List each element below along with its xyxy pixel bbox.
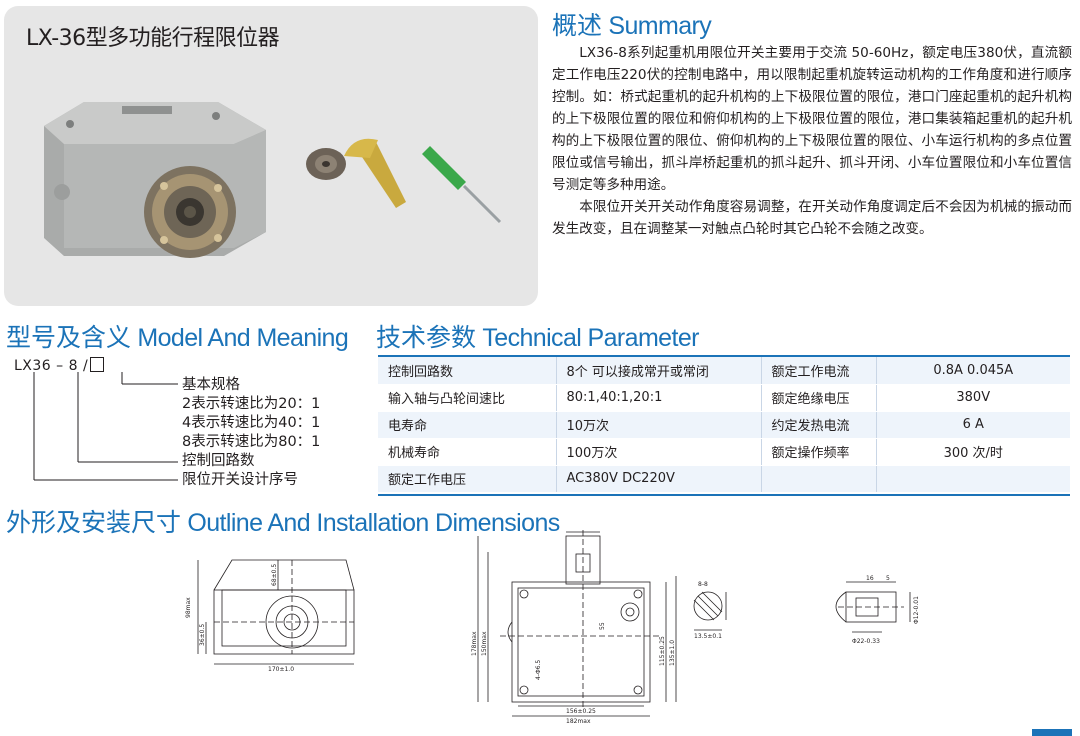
table-cell: 额定绝缘电压 [760, 384, 876, 412]
model-heading: 型号及含义 Model And Meaning [6, 318, 349, 354]
model-code-text: LX36 – 8 / [14, 358, 89, 374]
technical-heading-en: Technical Parameter [482, 324, 699, 352]
table-row: 机械寿命 100万次 额定操作频率 300 次/时 [378, 438, 1070, 466]
table-cell: 10万次 [555, 411, 761, 439]
side-view-drawing [197, 559, 355, 665]
dim-170: 170±1.0 [268, 666, 294, 673]
model-heading-zh: 型号及含义 [6, 323, 132, 352]
dim-phi22: Φ22-0.33 [852, 638, 880, 645]
table-cell: 控制回路数 [378, 357, 556, 385]
model-item-ratio-80: 8表示转速比为80：1 [182, 434, 321, 450]
dim-135: 135±1.0 [669, 640, 676, 666]
table-row: 额定工作电压 AC380V DC220V [378, 465, 1070, 493]
product-photo-panel: LX-36型多功能行程限位器 [4, 6, 538, 306]
dim-178max: 178max [471, 631, 478, 656]
outline-drawings: 98max 36±0.5 170±1.0 68±0.5 178max 150ma… [185, 530, 920, 725]
table-cell: 6 A [875, 411, 1070, 439]
product-title: LX-36型多功能行程限位器 [26, 26, 280, 51]
table-cell: 80:1,40:1,20:1 [555, 384, 761, 412]
shaft-section-drawing [693, 591, 727, 631]
model-item-ratio-20: 2表示转速比为20：1 [182, 396, 321, 412]
model-code: LX36 – 8 / [14, 357, 105, 374]
knob-drawing [835, 581, 911, 633]
table-cell [760, 465, 876, 493]
outline-heading-en: Outline And Installation Dimensions [187, 509, 560, 537]
dim-68: 68±0.5 [271, 564, 278, 586]
table-cell: 约定发热电流 [760, 411, 876, 439]
summary-heading-en: Summary [608, 12, 712, 40]
parameter-table: 控制回路数 8个 可以接成常开或常闭 额定工作电流 0.8A 0.045A 输入… [378, 357, 1070, 493]
summary-heading-zh: 概述 [552, 11, 603, 40]
table-cell: 额定工作电压 [378, 465, 556, 493]
dim-156: 156±0.25 [566, 708, 596, 715]
table-cell: 0.8A 0.045A [875, 357, 1070, 385]
model-item-design-no: 限位开关设计序号 [182, 472, 298, 488]
table-cell: AC380V DC220V [555, 465, 761, 493]
dim-4-holes: 4-Φ6.5 [535, 660, 542, 680]
dim-55: 55 [599, 622, 606, 630]
model-spec-box [90, 357, 105, 372]
model-item-ratio-40: 4表示转速比为40：1 [182, 415, 321, 431]
outline-heading: 外形及安装尺寸 Outline And Installation Dimensi… [6, 503, 560, 539]
table-cell: 电寿命 [378, 411, 556, 439]
model-heading-en: Model And Meaning [137, 324, 349, 352]
dim-150max: 150max [481, 631, 488, 656]
model-bracket-lines [33, 372, 178, 481]
table-cell [875, 465, 1070, 493]
parameter-table-frame [378, 355, 1070, 496]
summary-text: LX36-8系列起重机用限位开关主要用于交流 50-60Hz，额定电压380伏，… [552, 42, 1072, 240]
table-cell: 100万次 [555, 438, 761, 466]
dim-section-8-8: 8-8 [698, 581, 708, 588]
summary-heading: 概述 Summary [552, 6, 712, 42]
dim-182max: 182max [566, 718, 591, 725]
model-item-circuits: 控制回路数 [182, 453, 255, 469]
model-item-basic-spec: 基本规格 [182, 377, 240, 393]
outline-heading-zh: 外形及安装尺寸 [6, 508, 182, 537]
summary-paragraph-2: 本限位开关开关动作角度容易调整，在开关动作角度调定后不会因为机械的振动而发生改变… [552, 199, 1072, 237]
front-view-drawing [477, 530, 677, 717]
dim-115: 115±0.25 [659, 636, 666, 666]
dim-98max: 98max [185, 597, 192, 618]
table-cell: 输入轴与凸轮间速比 [378, 384, 556, 412]
technical-heading: 技术参数 Technical Parameter [376, 318, 699, 354]
table-cell: 300 次/时 [875, 438, 1070, 466]
table-row: 电寿命 10万次 约定发热电流 6 A [378, 411, 1070, 439]
dim-5: 5 [886, 575, 890, 582]
table-cell: 380V [875, 384, 1070, 412]
table-cell: 额定工作电流 [760, 357, 876, 385]
footer-accent-bar [1032, 729, 1072, 736]
product-photo [44, 102, 502, 258]
dim-36: 36±0.5 [199, 624, 206, 646]
technical-heading-zh: 技术参数 [376, 323, 477, 352]
dim-phi12: Φ12-0.01 [913, 596, 920, 624]
summary-paragraph-1: LX36-8系列起重机用限位开关主要用于交流 50-60Hz，额定电压380伏，… [552, 45, 1072, 193]
table-cell: 额定操作频率 [760, 438, 876, 466]
table-cell: 8个 可以接成常开或常闭 [555, 357, 761, 385]
table-row: 控制回路数 8个 可以接成常开或常闭 额定工作电流 0.8A 0.045A [378, 357, 1070, 385]
table-row: 输入轴与凸轮间速比 80:1,40:1,20:1 额定绝缘电压 380V [378, 384, 1070, 412]
dim-13-5: 13.5±0.1 [694, 633, 722, 640]
table-cell: 机械寿命 [378, 438, 556, 466]
dim-16: 16 [866, 575, 874, 582]
